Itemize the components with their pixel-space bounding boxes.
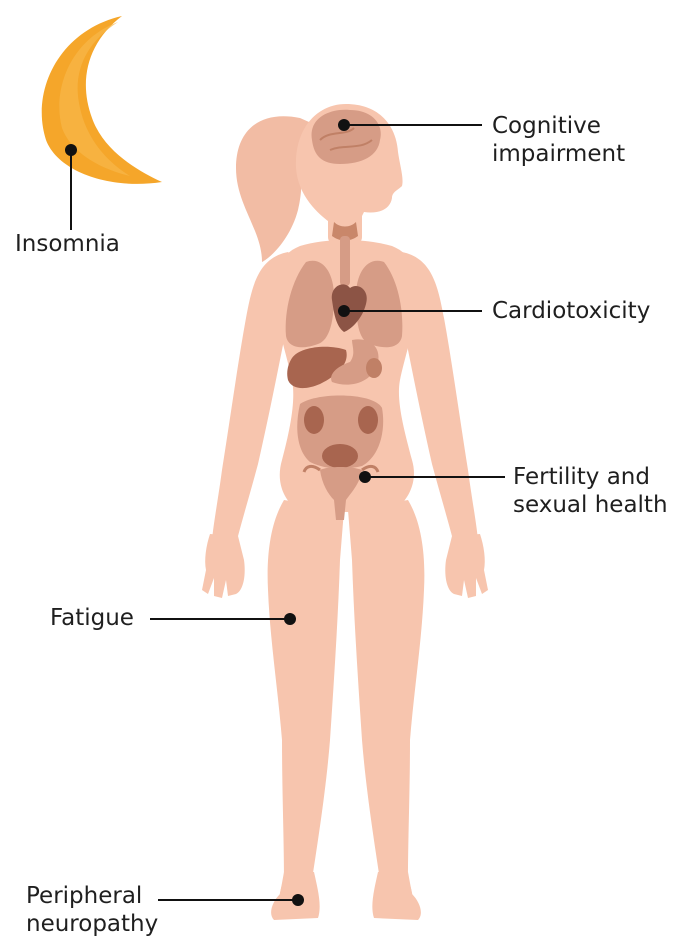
left-hand [202,534,245,598]
female-body-silhouette [202,104,488,920]
cardio-dot [338,305,350,317]
left-arm [212,252,300,544]
fatigue-label: Fatigue [50,604,134,632]
cognitive-dot [338,119,350,131]
crescent-moon-icon [42,16,162,184]
fatigue-dot [284,613,296,625]
cognitive-impairment-label: Cognitive impairment [492,112,625,168]
fertility-dot [359,471,371,483]
right-kidney [358,406,378,434]
neuro-dot [292,894,304,906]
bladder [322,444,358,468]
insomnia-label: Insomnia [15,230,120,258]
cardiotoxicity-label: Cardiotoxicity [492,297,650,325]
fertility-label: Fertility and sexual health [513,463,668,519]
right-leg [348,500,424,914]
left-leg [268,500,344,914]
right-hand [445,534,488,598]
insomnia-dot [65,144,77,156]
right-foot [372,872,421,920]
brain [312,110,381,164]
left-kidney [304,406,324,434]
peripheral-neuropathy-label: Peripheral neuropathy [26,882,158,938]
